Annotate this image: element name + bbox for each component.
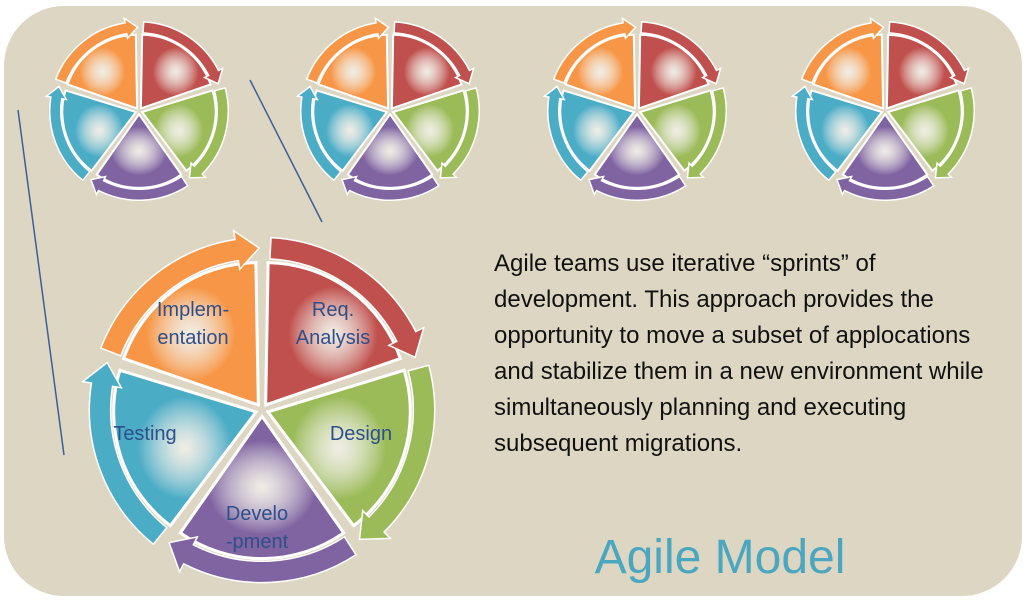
sprint-wheel-3-arrow-testing bbox=[542, 85, 589, 182]
main-agile-wheel-arrow-testing bbox=[80, 361, 168, 546]
connector-line-left bbox=[17, 109, 65, 456]
sprint-wheel-4 bbox=[790, 16, 975, 201]
sprint-wheel-3-arrow-design bbox=[686, 86, 727, 179]
sprint-wheel-4-arrow-req-analysis bbox=[888, 21, 970, 85]
sprint-wheel-3-arrow-development bbox=[587, 175, 687, 201]
sprint-wheel-1-arrow-implementation bbox=[54, 16, 139, 84]
phase-label-development: Develo-pment bbox=[225, 503, 289, 553]
phase-label-design: Design bbox=[329, 423, 393, 445]
sprint-wheel-2-arrow-development bbox=[340, 175, 440, 201]
sprint-wheel-2 bbox=[295, 16, 480, 201]
sprint-wheel-4-arrow-implementation bbox=[800, 16, 885, 84]
main-agile-wheel-arrow-implementation bbox=[99, 229, 261, 357]
connector-line-right bbox=[249, 79, 323, 223]
sprint-wheel-1-arrow-req-analysis bbox=[142, 21, 224, 85]
main-agile-wheel-arrow-development bbox=[168, 535, 358, 584]
phase-label-testing: Testing bbox=[113, 423, 177, 445]
main-agile-wheel-arrow-design bbox=[358, 364, 436, 541]
description-text: Agile teams use iterative “sprints” of d… bbox=[494, 250, 984, 457]
sprint-wheel-4-arrow-design bbox=[934, 86, 975, 179]
sprint-wheel-4-arrow-development bbox=[835, 175, 935, 201]
sprint-wheel-4-arrow-testing bbox=[790, 85, 837, 182]
sprint-wheel-2-arrow-testing bbox=[295, 85, 342, 182]
sprint-wheel-2-arrow-design bbox=[439, 86, 480, 179]
sprint-wheel-1-arrow-development bbox=[89, 175, 189, 201]
sprint-wheel-1-arrow-testing bbox=[44, 85, 91, 182]
sprint-wheel-1-arrow-design bbox=[188, 86, 229, 179]
sprint-wheel-2-arrow-req-analysis bbox=[393, 21, 475, 85]
main-agile-wheel bbox=[80, 229, 436, 584]
model-title: Agile Model bbox=[594, 531, 846, 584]
zoom-connectors bbox=[17, 79, 323, 456]
sprint-wheel-2-arrow-implementation bbox=[305, 16, 390, 84]
phase-label-implementation: Implem-entation bbox=[156, 299, 230, 349]
sprint-wheel-3-arrow-req-analysis bbox=[640, 21, 722, 85]
phase-label-req-analysis: Req.Analysis bbox=[295, 299, 371, 349]
sprint-wheel-1 bbox=[44, 16, 229, 201]
sprint-wheel-3 bbox=[542, 16, 727, 201]
main-agile-wheel-arrow-req-analysis bbox=[269, 236, 425, 359]
sprint-wheel-3-arrow-implementation bbox=[552, 16, 637, 84]
